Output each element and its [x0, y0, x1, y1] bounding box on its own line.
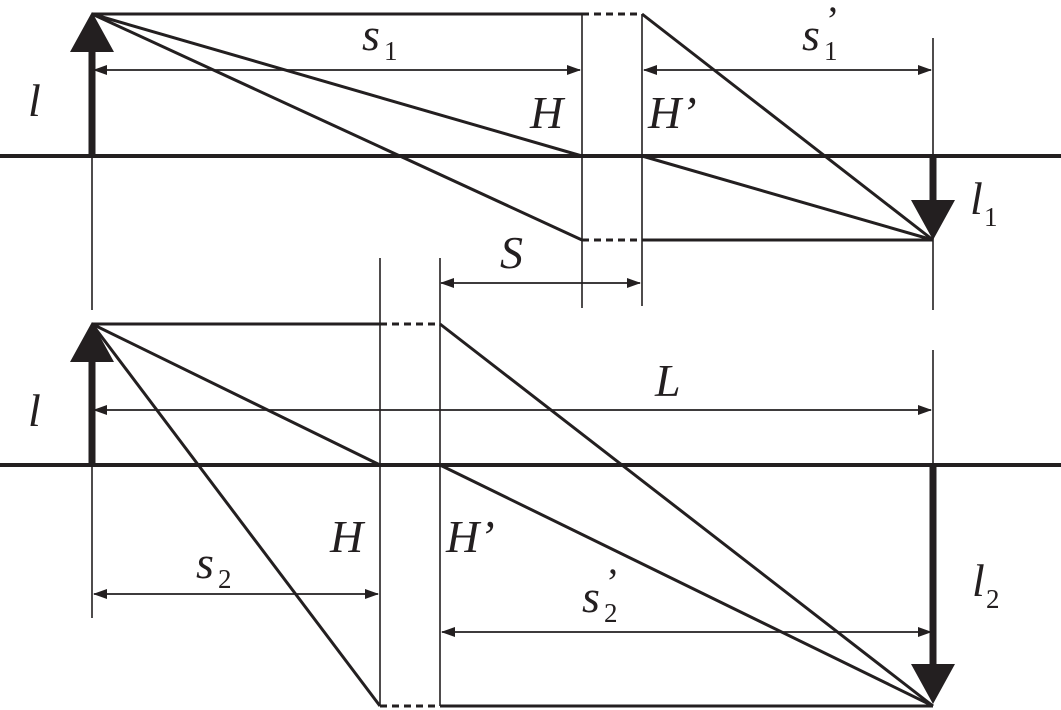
bottom-s2-subscript: 2: [218, 564, 232, 594]
bottom-s2p-subscript: 2: [604, 598, 618, 628]
top-s1-subscript: 1: [384, 36, 398, 66]
bottom-front-focal-ray: [90, 323, 382, 707]
top-focal-ray: [641, 12, 934, 242]
bottom-object-arrowhead: [70, 322, 114, 362]
bottom-image-subscript: 2: [986, 584, 1000, 614]
top-image-arrowhead: [911, 200, 955, 240]
bottom-chief-ray-obj: [91, 322, 381, 467]
bottom-image-label: l: [972, 555, 985, 606]
bottom-hp-label: H’: [445, 511, 495, 562]
bottom-image-arrowhead: [911, 664, 955, 704]
bottom-s2-label: s: [196, 537, 214, 588]
bottom-l-label: L: [654, 355, 681, 406]
bottom-chief-ray-img: [439, 463, 934, 708]
top-s1p-subscript: 1: [824, 36, 838, 66]
top-h-label: H: [529, 87, 566, 138]
top-hp-label: H’: [647, 87, 697, 138]
top-image-label: l: [970, 173, 983, 224]
top-diagram: l s 1 s 1 ’ H H’ l 1 S: [0, 0, 1061, 310]
top-chief-ray-img: [641, 154, 934, 242]
bottom-focal-ray: [439, 322, 934, 708]
bottom-s2p-label: s: [582, 571, 600, 622]
top-s1-label: s: [362, 9, 380, 60]
top-s1p-prime: ’: [826, 0, 839, 43]
bottom-s2p-prime: ’: [606, 560, 619, 605]
top-chief-ray-obj: [91, 12, 583, 158]
top-s1p-label: s: [802, 9, 820, 60]
bottom-h-label: H: [329, 511, 366, 562]
top-image-subscript: 1: [984, 202, 998, 232]
bottom-diagram: l L H H’ s 2 s 2 ’ l 2: [0, 258, 1061, 708]
bottom-object-label: l: [28, 385, 41, 436]
shift-s-label: S: [500, 227, 523, 278]
top-object-arrowhead: [70, 12, 114, 52]
top-front-focal-ray: [91, 12, 583, 242]
top-object-label: l: [28, 75, 41, 126]
